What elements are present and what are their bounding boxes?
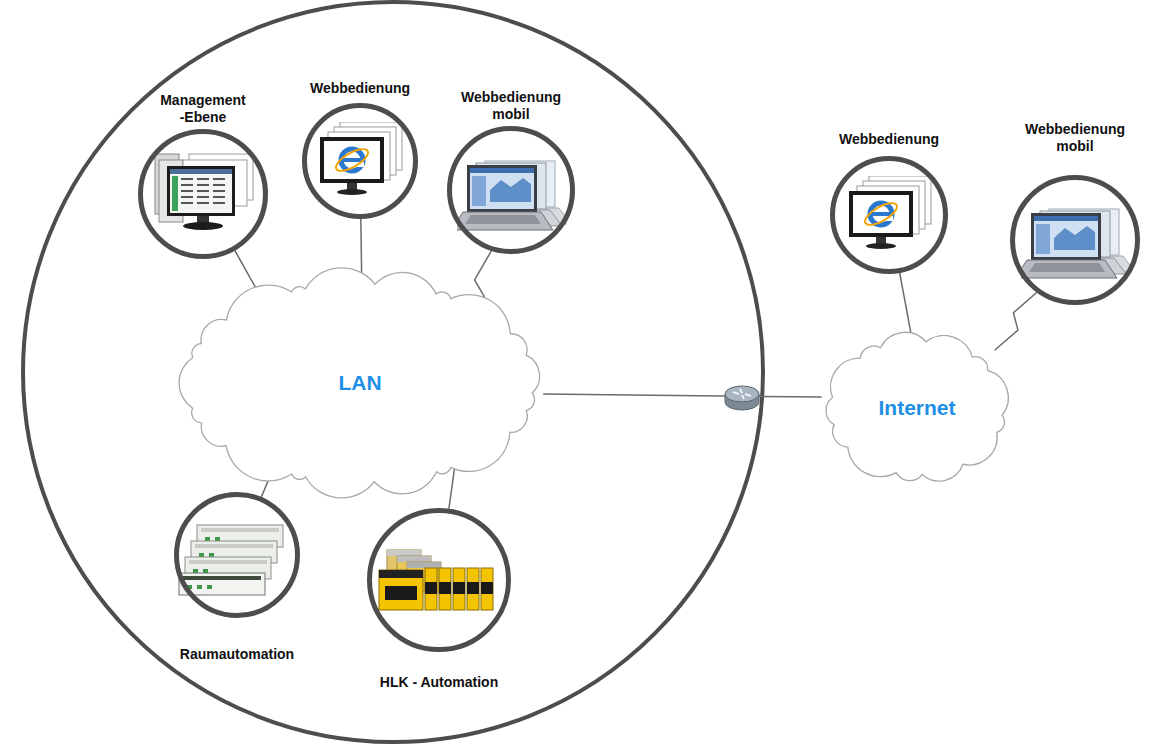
network-name: Internet xyxy=(878,396,955,420)
device-label: HLK - Automation xyxy=(380,674,498,691)
network-link xyxy=(995,293,1037,351)
circle-outline xyxy=(174,492,300,618)
network-cloud: Internet xyxy=(820,330,1014,486)
network-link xyxy=(543,394,821,397)
circle-outline xyxy=(138,129,268,259)
device-label: Webbedienung mobil xyxy=(1025,121,1125,155)
circle-outline xyxy=(1010,175,1140,305)
network-cloud: LAN xyxy=(175,272,545,494)
network-link xyxy=(900,273,911,335)
device-circle: Webbedienung mobil xyxy=(447,126,575,254)
circle-outline xyxy=(302,103,418,219)
circle-outline xyxy=(447,126,575,254)
device-label: Webbedienung xyxy=(839,131,939,148)
device-circle: Webbedienung mobil xyxy=(1010,175,1140,305)
device-label: Management -Ebene xyxy=(160,92,246,126)
device-label: Raumautomation xyxy=(180,646,294,663)
device-circle: Webbedienung xyxy=(302,103,418,219)
circle-outline xyxy=(367,508,511,652)
device-label: Webbedienung xyxy=(310,80,410,97)
device-circle: HLK - Automation xyxy=(367,508,511,652)
device-circle: Raumautomation xyxy=(174,492,300,618)
network-name: LAN xyxy=(338,371,381,395)
circle-outline xyxy=(830,156,948,274)
device-circle: Management -Ebene xyxy=(138,129,268,259)
device-circle: Webbedienung xyxy=(830,156,948,274)
device-label: Webbedienung mobil xyxy=(461,89,561,123)
